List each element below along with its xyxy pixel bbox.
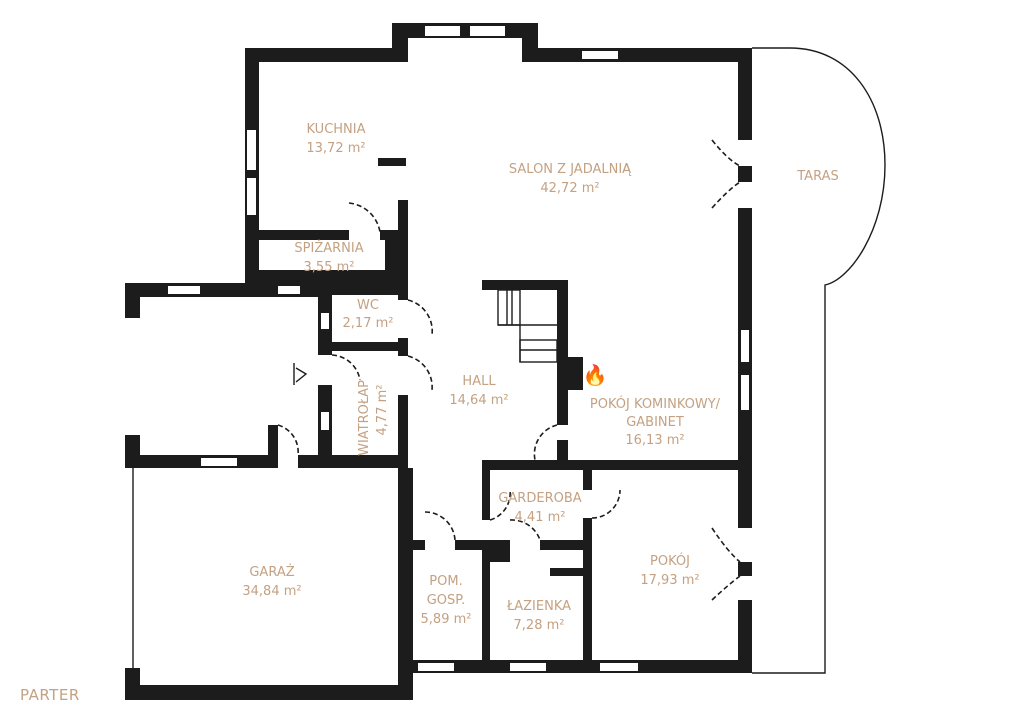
room-area-garderoba: 4,41 m²	[515, 510, 566, 525]
entrance-arrow-icon	[293, 363, 308, 385]
room-area-pom-gosp: 5,89 m²	[421, 612, 472, 627]
room-area-spizarnia: 3,55 m²	[304, 260, 355, 275]
floor-title: PARTER	[20, 686, 80, 704]
room-area-gabinet: 16,13 m²	[625, 433, 684, 448]
room-area-hall: 14,64 m²	[449, 393, 508, 408]
room-name2-gabinet: GABINET	[626, 415, 684, 430]
doors	[277, 139, 741, 601]
windows	[168, 26, 749, 671]
room-name2-pom-gosp: GOSP.	[427, 593, 466, 608]
room-name-kuchnia: KUCHNIA	[307, 122, 366, 137]
room-area-garaz: 34,84 m²	[242, 584, 301, 599]
room-area-kuchnia: 13,72 m²	[306, 141, 365, 156]
room-labels: KUCHNIA 13,72 m² SALON Z JADALNIĄ 42,72 …	[242, 122, 838, 633]
room-name-wiatrolap: WIATROŁAP	[357, 380, 372, 456]
room-area-lazienka: 7,28 m²	[514, 618, 565, 633]
room-name-gabinet: POKÓJ KOMINKOWY/	[590, 396, 721, 412]
fireplace-icon: 🔥	[583, 363, 608, 387]
room-area-pokoj: 17,93 m²	[640, 573, 699, 588]
room-name-hall: HALL	[462, 374, 496, 389]
room-name-garderoba: GARDEROBA	[498, 491, 581, 506]
room-area-wiatrolap: 4,77 m²	[375, 385, 390, 436]
room-name-wc: WC	[357, 298, 379, 313]
terrace-outline	[752, 47, 886, 674]
room-name-salon: SALON Z JADALNIĄ	[509, 162, 632, 177]
room-area-wc: 2,17 m²	[343, 316, 394, 331]
room-name-lazienka: ŁAZIENKA	[506, 599, 571, 614]
stairs	[497, 289, 558, 363]
room-name-taras: TARAS	[796, 169, 838, 184]
room-area-salon: 42,72 m²	[540, 181, 599, 196]
room-name-pom-gosp: POM.	[429, 574, 462, 589]
room-name-pokoj: POKÓJ	[650, 553, 690, 569]
room-name-garaz: GARAŻ	[249, 564, 294, 580]
room-name-spizarnia: SPIŻARNIA	[294, 240, 363, 256]
